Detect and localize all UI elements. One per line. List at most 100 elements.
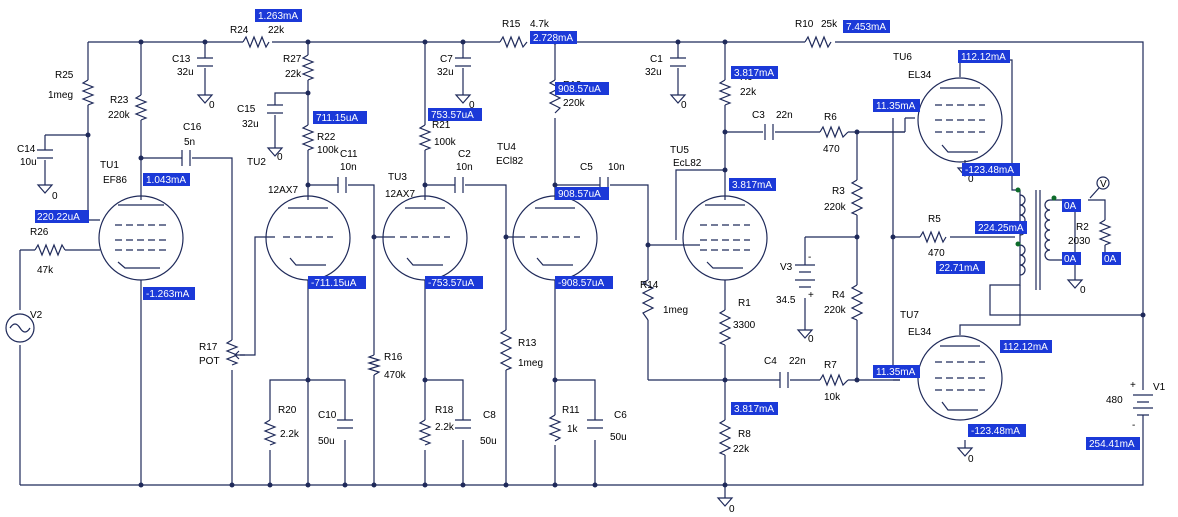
r18-symbol: [418, 419, 432, 446]
meter-badge: 22.71mA: [936, 261, 985, 274]
label-c4-value: 22n: [789, 356, 806, 367]
label-c6-value: 50u: [610, 432, 627, 443]
label-c10-value: 50u: [318, 436, 335, 447]
meter-badge: -711.15uA: [308, 276, 366, 289]
svg-text:22.71mA: 22.71mA: [939, 263, 979, 274]
label-r26-value: 47k: [37, 265, 54, 276]
r15-symbol: [499, 35, 528, 49]
label-tu1: TU1: [100, 160, 119, 171]
r11-symbol: [548, 414, 562, 442]
c8-symbol: [455, 419, 471, 429]
label-r23-value: 220k: [108, 110, 131, 121]
svg-text:1.263mA: 1.263mA: [258, 11, 298, 22]
label-r27: R27: [283, 54, 302, 65]
svg-text:0A: 0A: [1064, 201, 1077, 212]
label-c5: C5: [580, 162, 593, 173]
label-tu5-type: EcL82: [673, 158, 702, 169]
ground-label: 0: [808, 334, 814, 345]
label-c15: C15: [237, 104, 256, 115]
ground-label: 0: [469, 100, 475, 111]
label-c16: C16: [183, 122, 202, 133]
meter-badge: 753.57uA: [428, 108, 482, 121]
r16-symbol: [366, 354, 382, 376]
label-c1: C1: [650, 54, 663, 65]
tube-tu6: [917, 77, 1003, 163]
svg-text:711.15uA: 711.15uA: [316, 113, 358, 124]
r24-symbol: [242, 35, 270, 49]
label-r24: R24: [230, 25, 249, 36]
label-tu2-type: 12AX7: [268, 185, 298, 196]
svg-text:-123.48mA: -123.48mA: [971, 426, 1020, 437]
label-r6: R6: [824, 112, 837, 123]
label-c1-value: 32u: [645, 67, 662, 78]
label-r13: R13: [518, 338, 537, 349]
label-tu6: TU6: [893, 52, 912, 63]
r12-symbol: [548, 79, 562, 114]
r26-symbol: [34, 243, 66, 257]
c7-symbol: [455, 57, 471, 67]
meter-badge: 908.57uA: [555, 187, 609, 200]
meter-badge: -123.48mA: [962, 163, 1020, 176]
meter-badge: -123.48mA: [968, 424, 1026, 437]
r5-symbol: [919, 230, 947, 244]
label-r17: R17: [199, 342, 218, 353]
v1-symbol: [1133, 394, 1153, 416]
resistors: [34, 35, 1112, 456]
r27-symbol: [301, 54, 315, 81]
sources: [5, 264, 1153, 416]
label-r20-value: 2.2k: [280, 429, 300, 440]
label-r21-value: 100k: [434, 137, 457, 148]
label-tu3-type: 12AX7: [385, 189, 415, 200]
label-r17-value: POT: [199, 356, 220, 367]
ground-label: 0: [681, 100, 687, 111]
r7-symbol: [819, 373, 849, 387]
label-r2: R2: [1076, 222, 1089, 233]
svg-text:112.12mA: 112.12mA: [961, 52, 1006, 63]
label-r11-value: 1k: [567, 424, 579, 435]
label-r18-value: 2.2k: [435, 422, 455, 433]
grounds: [36, 94, 1084, 507]
label-r22-value: 100k: [317, 145, 340, 156]
r25-symbol: [81, 79, 95, 106]
label-r15-value: 4.7k: [530, 19, 550, 30]
label-r15: R15: [502, 19, 521, 30]
label-r8-value: 22k: [733, 444, 750, 455]
c6-symbol: [587, 419, 603, 429]
svg-text:220.22uA: 220.22uA: [37, 212, 80, 223]
capacitors: [37, 57, 789, 429]
meter-badge: 908.57uA: [555, 82, 609, 95]
svg-text:908.57uA: 908.57uA: [558, 84, 601, 95]
label-r5-value: 470: [928, 248, 945, 259]
label-v3-minus: -: [808, 252, 811, 263]
c2-symbol: [454, 177, 464, 193]
ground-label: 0: [968, 454, 974, 465]
label-tu7: TU7: [900, 310, 919, 321]
r1-symbol: [718, 309, 732, 346]
label-r18: R18: [435, 405, 454, 416]
r20-symbol: [263, 419, 277, 446]
label-r16-value: 470k: [384, 370, 407, 381]
meter-badge: 112.12mA: [958, 50, 1010, 63]
r22-symbol: [301, 124, 315, 151]
output-transformer: [1015, 176, 1110, 290]
label-r1-value: 3300: [733, 320, 756, 331]
label-c10: C10: [318, 410, 337, 421]
label-r24-value: 22k: [268, 25, 285, 36]
label-c6: C6: [614, 410, 627, 421]
label-v1-value: 480: [1106, 395, 1123, 406]
label-c11: C11: [340, 149, 358, 160]
label-v1-minus: -: [1132, 420, 1135, 431]
label-r10: R10: [795, 19, 814, 30]
meter-badge: 3.817mA: [731, 402, 778, 415]
tube-tu3: [382, 195, 468, 281]
label-c8: C8: [483, 410, 496, 421]
r14-symbol: [641, 279, 655, 321]
label-c5-value: 10n: [608, 162, 625, 173]
label-c2-value: 10n: [456, 162, 473, 173]
label-c8-value: 50u: [480, 436, 497, 447]
r21-symbol: [418, 124, 432, 151]
r10-symbol: [804, 35, 832, 49]
svg-text:0A: 0A: [1104, 254, 1117, 265]
svg-text:3.817mA: 3.817mA: [734, 404, 774, 415]
label-tu4: TU4: [497, 142, 516, 153]
